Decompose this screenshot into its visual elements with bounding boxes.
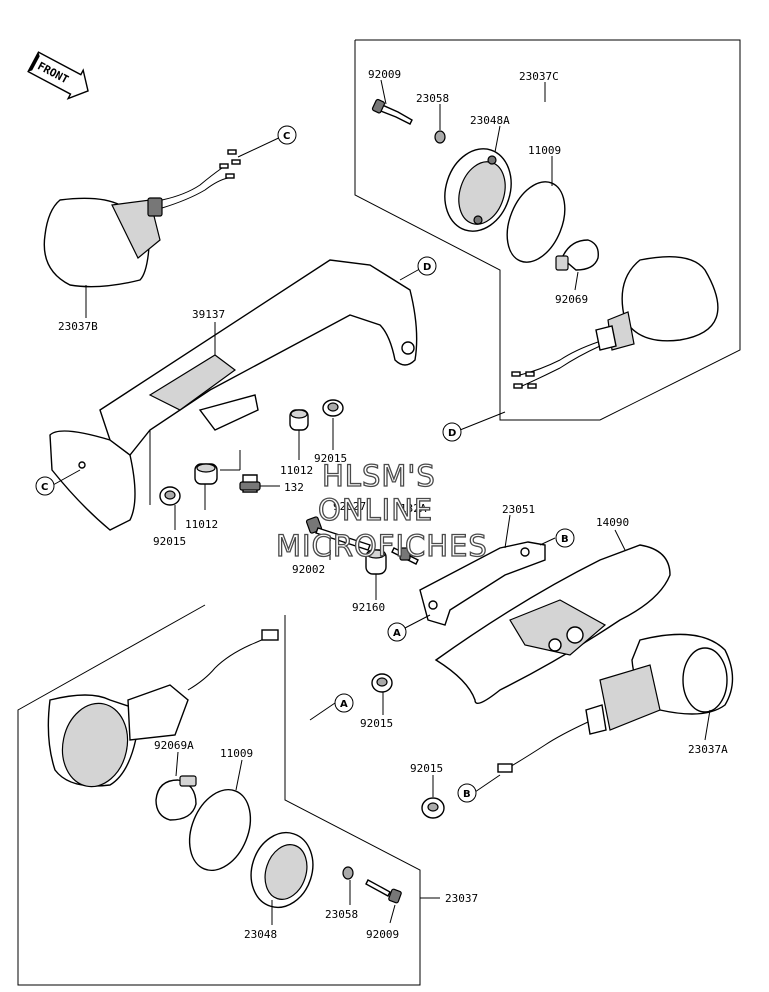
bolt-132 — [239, 474, 261, 493]
part-label-92069A: 92069A — [154, 739, 194, 752]
lens-rim-23048 — [250, 831, 314, 909]
callout-b-top: B — [539, 528, 575, 548]
bolt-92002 — [305, 516, 371, 551]
callout-a-top: A — [387, 614, 431, 642]
part-label-23051: 23051 — [502, 503, 535, 516]
part-label-23048: 23048 — [244, 928, 277, 941]
svg-text:B: B — [463, 789, 471, 800]
turn-signal-23037C — [511, 255, 719, 389]
part-label-11012-left: 11012 — [185, 518, 218, 531]
part-label-92015-left: 92015 — [153, 535, 186, 548]
washer-23058-top — [434, 130, 446, 144]
part-label-92015-lower: 92015 — [360, 717, 393, 730]
part-label-23058-bottom: 23058 — [325, 908, 358, 921]
part-label-132: 132 — [284, 481, 304, 494]
lens-rim-23048A — [444, 148, 512, 232]
part-label-11009-bottom: 11009 — [220, 747, 253, 760]
part-label-23037: 23037 — [445, 892, 478, 905]
nut-92015-left — [159, 486, 181, 506]
callout-b-bottom: B — [457, 774, 501, 803]
svg-text:D: D — [423, 262, 431, 273]
svg-text:C: C — [283, 131, 290, 142]
kit-outline-23037C — [354, 39, 741, 421]
svg-text:A: A — [393, 628, 401, 639]
turn-signal-23037B — [43, 149, 241, 288]
part-label-23037B: 23037B — [58, 320, 98, 333]
turn-signal-23037 — [47, 629, 279, 788]
part-label-14090: 14090 — [596, 516, 629, 529]
part-label-132A: 132A — [400, 502, 427, 515]
gasket-11009-bottom — [188, 788, 252, 872]
part-label-23048A: 23048A — [470, 114, 510, 127]
bracket-39137 — [49, 259, 418, 531]
watermark: HLSM'S ONLINE MICROFICHES — [275, 458, 488, 563]
watermark-line-2: ONLINE — [318, 493, 433, 527]
bush-11012-left — [194, 463, 218, 485]
nut-92015-mid — [322, 399, 344, 417]
cover-14090 — [434, 544, 671, 704]
callout-d-top: D — [399, 256, 437, 281]
screw-132A — [391, 547, 419, 565]
bush-11012-mid — [289, 409, 309, 431]
kit-outline-23037 — [17, 604, 421, 986]
screw-92009-top — [371, 98, 413, 125]
turn-signal-23037A — [497, 633, 734, 773]
watermark-line-3: MICROFICHES — [276, 529, 488, 563]
svg-text:A: A — [340, 699, 348, 710]
part-label-23058-top: 23058 — [416, 92, 449, 105]
part-label-11012-mid: 11012 — [280, 464, 313, 477]
part-label-92027: 92027 — [333, 500, 366, 513]
screw-92009-bottom — [365, 879, 402, 904]
front-arrow-icon: FRONT — [27, 51, 89, 100]
part-label-11009-top: 11009 — [528, 144, 561, 157]
callout-c-left: C — [35, 469, 81, 496]
svg-text:B: B — [561, 534, 569, 545]
bulb-92069A — [155, 775, 197, 821]
part-label-39137: 39137 — [192, 308, 225, 321]
part-label-92015-right: 92015 — [410, 762, 443, 775]
part-label-92160: 92160 — [352, 601, 385, 614]
part-label-92015-mid: 92015 — [314, 452, 347, 465]
callout-a-bottom: A — [309, 693, 354, 721]
bracket-23051 — [419, 541, 546, 626]
callout-d-bottom: D — [442, 411, 506, 442]
part-label-23037A: 23037A — [688, 743, 728, 756]
part-label-92009-top: 92009 — [368, 68, 401, 81]
nut-92015-lower — [371, 673, 393, 693]
part-label-92009-bottom: 92009 — [366, 928, 399, 941]
svg-text:C: C — [41, 482, 48, 493]
watermark-line-1: HLSM'S — [322, 459, 436, 493]
callout-c-top: C — [237, 125, 297, 158]
part-label-92002: 92002 — [292, 563, 325, 576]
part-label-23037C: 23037C — [519, 70, 559, 83]
part-label-92069: 92069 — [555, 293, 588, 306]
nut-92015-right — [421, 797, 445, 819]
svg-text:D: D — [448, 428, 456, 439]
washer-23058-bottom — [342, 866, 354, 880]
leader-lines — [85, 79, 711, 925]
bulb-92069 — [555, 239, 599, 271]
